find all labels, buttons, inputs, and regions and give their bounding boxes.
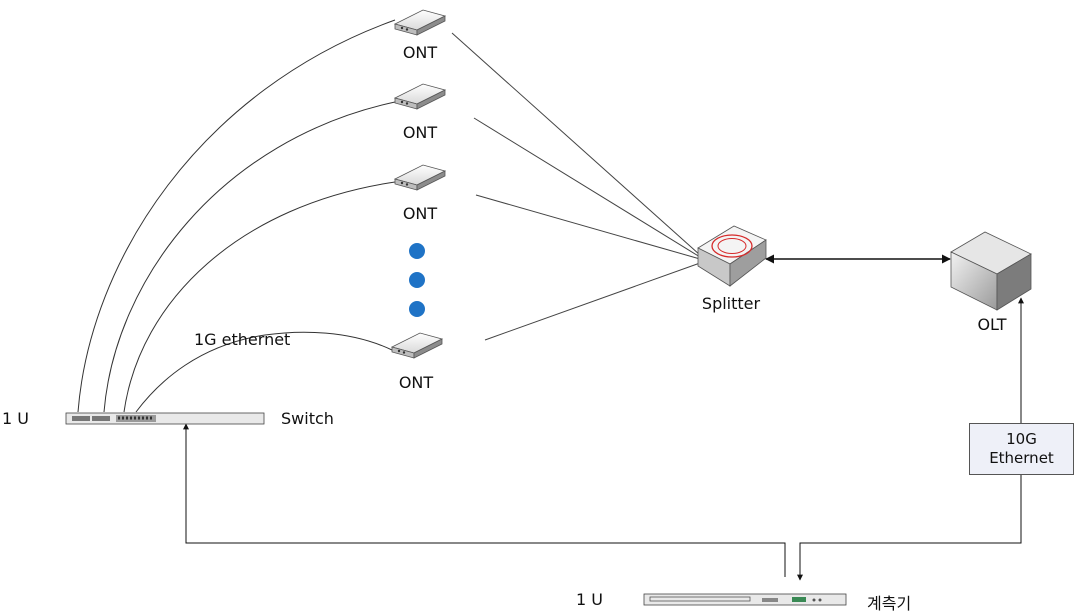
fiber-lines	[451, 32, 701, 341]
splitter-label: Splitter	[701, 294, 761, 313]
fiber-line-ont3	[475, 194, 701, 260]
ont-icon	[393, 83, 447, 110]
ethernet-curve-ont2	[103, 101, 396, 413]
ellipsis-dots	[409, 243, 425, 317]
ont-icon	[390, 332, 444, 359]
splitter-icon	[697, 225, 767, 287]
fiber-line-ont1	[451, 32, 701, 256]
ont-label: ONT	[398, 373, 434, 392]
link-10g-label-line1: 10G	[1006, 430, 1037, 448]
meter-label: 계측기	[867, 594, 912, 613]
ethernet-curve-ont1	[77, 19, 396, 413]
ont-icon	[393, 9, 447, 36]
switch-rack-label: 1 U	[2, 409, 29, 428]
link-1g-label: 1G ethernet	[194, 330, 291, 349]
olt-label: OLT	[977, 315, 1007, 334]
switch-meter-link	[183, 423, 786, 577]
measurement-links	[183, 297, 1024, 581]
fiber-line-ont2	[473, 117, 701, 258]
fiber-line-ont4	[484, 262, 701, 341]
olt-icon	[950, 231, 1032, 311]
switch-label: Switch	[281, 409, 334, 428]
link-10g-box: 10G Ethernet	[969, 423, 1074, 475]
ellipsis-dot	[409, 272, 425, 288]
ont-label: ONT	[402, 204, 438, 223]
ont-label: ONT	[402, 123, 438, 142]
ethernet-curves	[77, 19, 396, 413]
ont-icon	[393, 164, 447, 191]
meter-rack-label: 1 U	[576, 590, 603, 609]
ont-label: ONT	[402, 43, 438, 62]
ethernet-curve-ont4	[135, 331, 393, 413]
switch-icon	[65, 412, 265, 425]
meter-icon	[643, 593, 847, 606]
ellipsis-dot	[409, 301, 425, 317]
link-10g-label-line2: Ethernet	[989, 449, 1054, 467]
olt-meter-link	[797, 297, 1024, 581]
ethernet-curve-ont3	[123, 181, 396, 413]
ellipsis-dot	[409, 243, 425, 259]
